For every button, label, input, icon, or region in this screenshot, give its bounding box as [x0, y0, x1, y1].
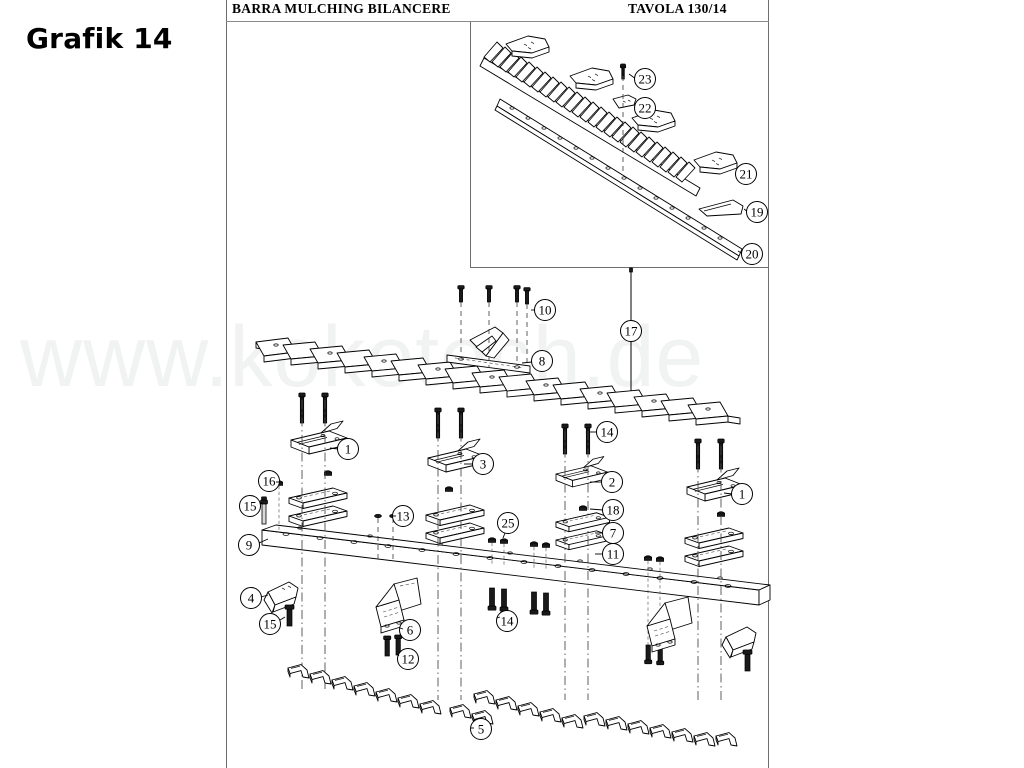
callout-14-lower: 14: [496, 610, 518, 632]
skid-shoe-left: [375, 577, 422, 634]
callout-8: 8: [531, 350, 553, 372]
svg-text:8: 8: [539, 354, 546, 369]
page-title: Grafik 14: [26, 22, 173, 55]
callout-7: 7: [602, 522, 624, 544]
callout-1-left: 1: [337, 438, 359, 460]
inset-clip-plate: [612, 94, 637, 109]
callout-21: 21: [735, 163, 757, 185]
sheet-number: TAVOLA 130/14: [628, 1, 727, 16]
carriage-bolts-12: [383, 634, 403, 657]
svg-text:6: 6: [407, 623, 414, 638]
svg-text:15: 15: [244, 499, 257, 514]
callout-balloons: 23 22 21 19 20 10 8 17 1 3 2 1 14: [238, 68, 768, 740]
sheet-title: BARRA MULCHING BILANCERE: [232, 1, 451, 16]
callout-10: 10: [534, 299, 556, 321]
svg-text:19: 19: [751, 205, 764, 220]
callout-11: 11: [602, 543, 624, 565]
spacer-nuts-25: [488, 537, 550, 571]
bracket-group-3: [425, 407, 485, 544]
inset-mulching-blade-4: [693, 151, 738, 175]
svg-text:14: 14: [601, 425, 615, 440]
svg-text:3: 3: [480, 457, 487, 472]
svg-text:18: 18: [607, 503, 620, 518]
end-guard-left: [263, 581, 299, 614]
bracket-group-left: [288, 392, 348, 527]
callout-4: 4: [240, 587, 262, 609]
screw-15-lower: [284, 604, 295, 627]
svg-text:4: 4: [248, 591, 255, 606]
callout-9: 9: [238, 534, 260, 556]
inset-sickle-section: [698, 199, 744, 217]
svg-text:15: 15: [264, 617, 277, 632]
bolts-item-10: [457, 285, 531, 305]
finger-guard-row-right: [449, 690, 738, 747]
callout-18: 18: [602, 499, 624, 521]
callout-3: 3: [472, 453, 494, 475]
callout-5: 5: [470, 718, 492, 740]
callout-15-lower: 15: [259, 613, 281, 635]
svg-text:1: 1: [739, 487, 746, 502]
svg-text:25: 25: [502, 516, 515, 531]
callout-19: 19: [746, 201, 768, 223]
svg-text:7: 7: [610, 526, 617, 541]
svg-text:1: 1: [345, 442, 352, 457]
callout-23: 23: [634, 68, 656, 90]
wear-plates-7-11: [555, 512, 610, 533]
screw-right-lower: [742, 649, 753, 672]
svg-text:13: 13: [397, 509, 410, 524]
callout-22: 22: [634, 97, 656, 119]
finger-guard-row-left: [287, 664, 442, 715]
svg-text:22: 22: [639, 101, 652, 116]
drawing-frame: [226, 0, 769, 768]
svg-text:11: 11: [607, 547, 620, 562]
bolts-item-14-lower: [487, 587, 551, 616]
knife-head-drive: [446, 326, 531, 374]
svg-text:2: 2: [609, 475, 616, 490]
svg-text:20: 20: [746, 247, 759, 262]
callout-25: 25: [497, 512, 519, 534]
fastener-16-15: [260, 480, 283, 530]
callout-17: 17: [620, 320, 642, 342]
svg-text:12: 12: [402, 652, 415, 667]
inset-knife-back-bar: [494, 98, 743, 261]
inset-mulching-blade-1: [505, 35, 550, 59]
svg-text:10: 10: [539, 303, 552, 318]
svg-text:14: 14: [501, 614, 515, 629]
svg-text:17: 17: [625, 324, 639, 339]
inset-bolt-23: [620, 63, 627, 80]
svg-text:21: 21: [740, 167, 753, 182]
washers-item-13: [374, 513, 397, 560]
sickle-sections: [255, 337, 729, 426]
main-support-bar: [261, 524, 771, 606]
callout-14-upper: 14: [596, 421, 618, 443]
svg-text:5: 5: [478, 722, 485, 737]
callout-15-upper: 15: [239, 495, 261, 517]
sickle-bar-assembly: [255, 337, 741, 426]
inset-mulching-blade-2: [569, 67, 614, 91]
callout-13: 13: [392, 505, 414, 527]
main-drawing: 23 22 21 19 20 10 8 17 1 3 2 1 14: [238, 68, 771, 747]
callout-6: 6: [399, 619, 421, 641]
callout-2: 2: [601, 471, 623, 493]
callout-20: 20: [741, 243, 763, 265]
bracket-group-right: [684, 438, 744, 567]
inset-detail-frame: [470, 22, 769, 268]
callout-12: 12: [397, 648, 419, 670]
inset-drawing: [479, 35, 749, 261]
svg-text:9: 9: [246, 538, 253, 553]
inset-sickle-bar: [479, 41, 701, 197]
callout-16: 16: [258, 470, 280, 492]
skid-shoe-right: [646, 596, 693, 653]
svg-text:23: 23: [639, 72, 652, 87]
bracket-group-2: [555, 423, 610, 551]
end-guard-right: [721, 626, 757, 659]
svg-text:16: 16: [263, 474, 277, 489]
header-divider: [226, 21, 769, 22]
callout-1-right: 1: [731, 483, 753, 505]
